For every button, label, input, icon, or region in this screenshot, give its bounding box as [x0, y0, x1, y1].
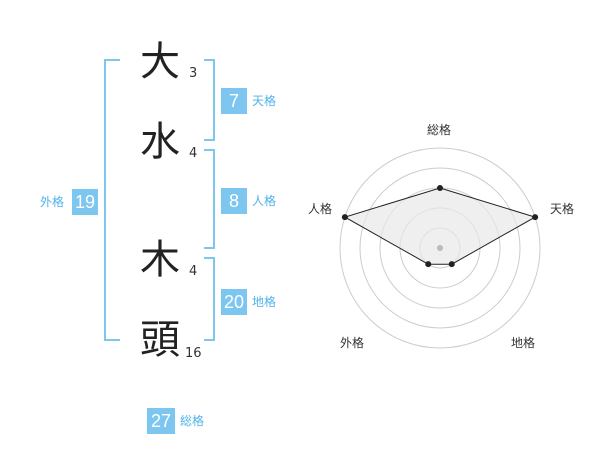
radar-point-tenkaku — [532, 214, 539, 221]
radar-label-chikaku: 地格 — [511, 336, 536, 350]
gaikaku-value: 19 — [72, 189, 98, 215]
radar-label-jinkaku: 人格 — [308, 202, 333, 216]
name-char-4: 頭 — [140, 317, 180, 363]
tenkaku-value: 7 — [221, 88, 247, 114]
tenkaku-label: 天格 — [252, 94, 277, 108]
jinkaku-label: 人格 — [252, 194, 277, 208]
radar-polygon — [343, 187, 537, 265]
jinkaku-value: 8 — [221, 188, 247, 214]
radar-label-tenkaku: 天格 — [550, 202, 575, 216]
radar-ring — [359, 167, 521, 329]
name-char-2: 水 — [140, 119, 180, 165]
name-char-3: 木 — [140, 237, 180, 283]
radar-label-gaikaku: 外格 — [340, 336, 365, 350]
radar-point-jinkaku — [341, 214, 348, 221]
chikaku-label: 地格 — [252, 295, 277, 309]
gaikaku-bracket — [104, 59, 120, 341]
soukaku-label: 総格 — [180, 414, 205, 428]
radar-center — [437, 245, 443, 251]
tenkaku-bracket — [204, 59, 215, 141]
stroke-count-4: 16 — [185, 346, 202, 361]
stroke-count-2: 4 — [189, 146, 198, 161]
gaikaku-label: 外格 — [40, 195, 65, 209]
radar-label-soukaku: 総格 — [427, 123, 452, 137]
radar-point-soukaku — [437, 185, 443, 191]
jinkaku-bracket — [204, 149, 215, 249]
chikaku-bracket — [204, 257, 215, 341]
chikaku-value: 20 — [221, 289, 247, 315]
stroke-count-3: 4 — [189, 264, 198, 279]
radar-point-chikaku — [448, 261, 455, 268]
radar-point-gaikaku — [425, 261, 432, 268]
soukaku-value: 27 — [147, 408, 175, 434]
radar-ring — [339, 147, 541, 349]
name-char-1: 大 — [140, 39, 180, 85]
stroke-count-1: 3 — [189, 66, 198, 81]
